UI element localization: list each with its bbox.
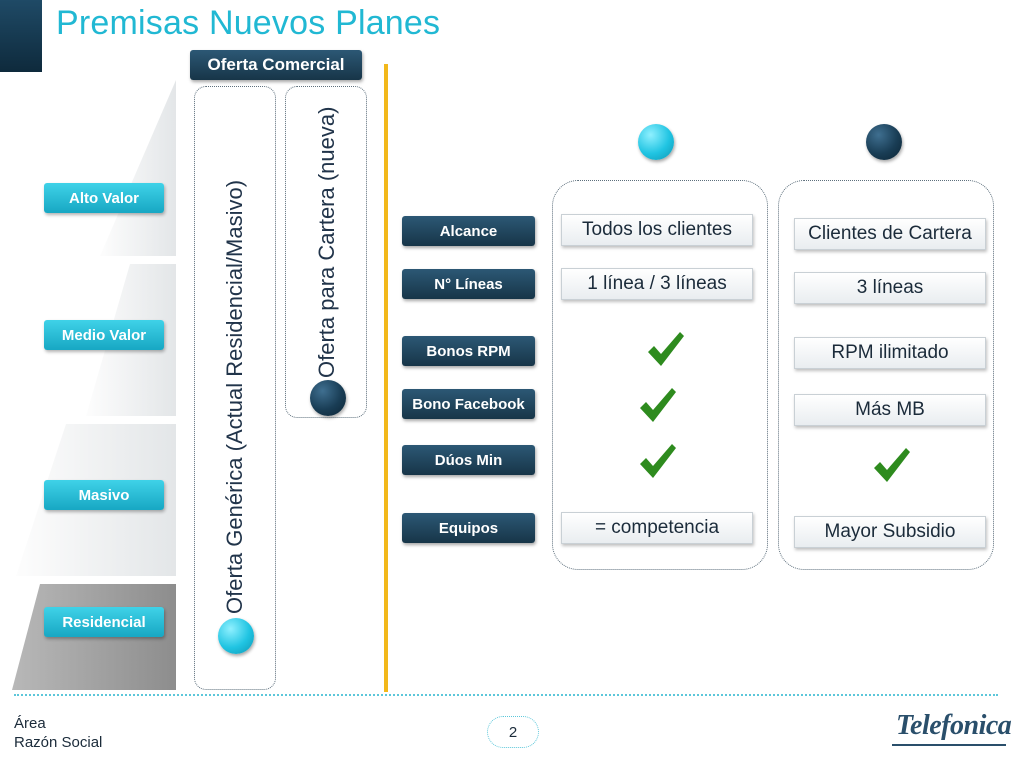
generic-alcance-cell: Todos los clientes	[561, 214, 753, 246]
generic-offer-label: Oferta Genérica (Actual Residencial/Masi…	[222, 179, 247, 614]
cartera-equipos-cell: Mayor Subsidio	[794, 516, 986, 548]
segment-alto-valor: Alto Valor	[44, 183, 164, 213]
page-number: 2	[487, 716, 539, 748]
generic-equipos-cell: = competencia	[561, 512, 753, 544]
corner-decoration	[0, 0, 42, 72]
row-label-lineas: N° Líneas	[402, 269, 535, 299]
generic-column-marker-icon	[638, 124, 674, 160]
cartera-offer-label: Oferta para Cartera (nueva)	[314, 106, 339, 378]
cartera-alcance-cell: Clientes de Cartera	[794, 218, 986, 250]
cartera-lineas-cell: 3 líneas	[794, 272, 986, 304]
cartera-column-marker-icon	[866, 124, 902, 160]
check-icon	[640, 388, 676, 422]
footer-info: Área Razón Social	[14, 714, 102, 752]
check-icon	[648, 332, 684, 366]
oferta-comercial-header: Oferta Comercial	[190, 50, 362, 80]
row-label-bono-facebook: Bono Facebook	[402, 389, 535, 419]
row-label-duos-min: Dúos Min	[402, 445, 535, 475]
cartera-offer-column	[285, 86, 367, 418]
pyramid-tier-alto	[100, 80, 176, 256]
check-icon	[640, 444, 676, 478]
segment-medio-valor: Medio Valor	[44, 320, 164, 350]
page-title: Premisas Nuevos Planes	[56, 4, 441, 42]
segment-pyramid	[12, 80, 176, 690]
check-icon	[874, 448, 910, 482]
pyramid-tier-residencial	[12, 584, 176, 690]
footer-razon-label: Razón Social	[14, 734, 103, 751]
cartera-offer-marker-icon	[310, 380, 346, 416]
generic-values-panel	[552, 180, 768, 570]
divider-bar	[384, 64, 388, 692]
telefonica-logo: Telefonica	[896, 710, 1012, 741]
generic-lineas-cell: 1 línea / 3 líneas	[561, 268, 753, 300]
row-label-bonos-rpm: Bonos RPM	[402, 336, 535, 366]
logo-underline	[892, 744, 1006, 746]
row-label-alcance: Alcance	[402, 216, 535, 246]
footer-divider	[14, 694, 998, 696]
segment-residencial: Residencial	[44, 607, 164, 637]
generic-offer-column	[194, 86, 276, 690]
cartera-facebook-cell: Más MB	[794, 394, 986, 426]
cartera-values-panel	[778, 180, 994, 570]
segment-masivo: Masivo	[44, 480, 164, 510]
row-label-equipos: Equipos	[402, 513, 535, 543]
generic-offer-marker-icon	[218, 618, 254, 654]
footer-area-label: Área	[14, 715, 46, 732]
cartera-rpm-cell: RPM ilimitado	[794, 337, 986, 369]
